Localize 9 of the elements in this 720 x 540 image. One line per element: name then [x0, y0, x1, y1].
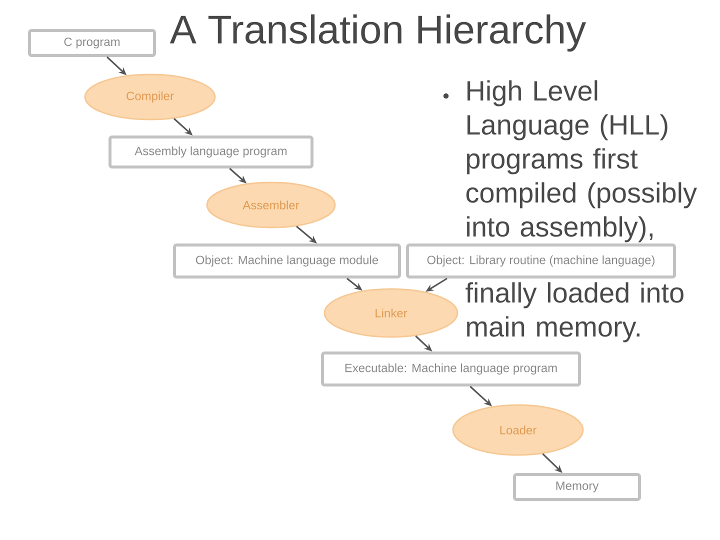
file-box: Executable: Machine language program: [321, 352, 581, 386]
file-box: Memory: [513, 473, 641, 501]
title: A Translation Hierarchy: [170, 14, 586, 52]
file-box: Object: Machine language module: [173, 244, 401, 278]
file-box: Object: Library routine (machine language): [406, 244, 676, 278]
file-box: C program: [28, 29, 156, 57]
file-box: Assembly language program: [108, 136, 314, 168]
bullet-text: finally loaded into main memory.: [466, 282, 684, 342]
bullet-text: High Level Language (HLL) programs first compiled (possibly into assembly),: [466, 80, 697, 242]
